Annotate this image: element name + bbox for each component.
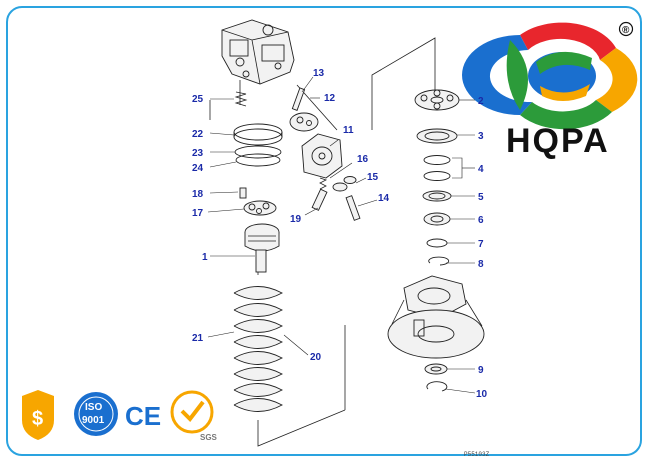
callout-12: 12 [324, 93, 336, 104]
ce-label: CE [125, 401, 161, 431]
ce-mark-icon: CE [125, 401, 161, 431]
callout-16: 16 [357, 154, 369, 165]
iso-label-bottom: 9001 [82, 415, 105, 426]
sgs-badge-icon: SGS [170, 390, 218, 442]
callout-18: 18 [192, 189, 204, 200]
callout-8: 8 [478, 259, 484, 270]
callout-5: 5 [478, 192, 484, 203]
shield-badge-icon: $ [22, 390, 54, 440]
snap-ring-part-10 [426, 381, 476, 394]
cylinder-block-part-11 [301, 133, 343, 179]
callout-11: 11 [343, 125, 354, 136]
ring-part-5 [422, 190, 475, 202]
registered-mark: ® [622, 25, 630, 36]
logo-globe-icon [462, 22, 638, 130]
bolt-part-18 [209, 187, 247, 199]
callout-25: 25 [192, 94, 204, 105]
callout-6: 6 [478, 215, 484, 226]
small-parts-14-19 [304, 162, 378, 221]
callout-20: 20 [310, 352, 322, 363]
bearing-part-9 [424, 363, 475, 375]
shield-badge-label: $ [32, 408, 43, 430]
registered-icon [618, 21, 634, 37]
drawing-code: P55103Z [464, 451, 490, 458]
callout-2: 2 [478, 96, 484, 107]
callout-13: 13 [313, 68, 325, 79]
carrier-part-17 [207, 200, 277, 216]
hqpa-logo: HQPA ® [462, 21, 638, 160]
sgs-label: SGS [200, 433, 218, 442]
callout-7: 7 [478, 239, 484, 250]
callout-15: 15 [367, 172, 379, 183]
ring-part-2 [414, 89, 475, 111]
callout-21: 21 [192, 333, 204, 344]
seal-part-3 [416, 128, 475, 144]
callout-1: 1 [202, 252, 208, 263]
ring-set-part-4 [423, 155, 475, 181]
callouts: 1 2 3 4 5 6 7 8 9 10 11 12 13 14 15 16 1… [192, 68, 488, 400]
callout-4: 4 [478, 164, 484, 175]
snap-ring-part-7 [426, 238, 475, 248]
part-12-13 [289, 76, 320, 132]
iso-badge-icon: ISO 9001 [74, 392, 118, 436]
bearing-part-6 [423, 212, 475, 226]
callout-22: 22 [192, 129, 204, 140]
callout-14: 14 [378, 193, 390, 204]
brand-name: HQPA [506, 122, 610, 160]
iso-label-top: ISO [85, 402, 102, 413]
image-border [6, 6, 642, 456]
callout-10: 10 [476, 389, 488, 400]
snap-ring-part-8 [428, 256, 475, 266]
spring-part-25 [210, 91, 248, 107]
shaft-gear-part-1 [210, 223, 280, 273]
motor-valve-block [221, 19, 295, 85]
housing-casing [387, 275, 485, 359]
callout-9: 9 [478, 365, 484, 376]
callout-17: 17 [192, 208, 204, 219]
ring-stack-parts-20-21 [207, 286, 309, 412]
callout-19: 19 [290, 214, 302, 225]
callout-24: 24 [192, 163, 204, 174]
ring-set-22-24 [209, 123, 283, 168]
callout-3: 3 [478, 131, 484, 142]
callout-23: 23 [192, 148, 204, 159]
certifications: $ ISO 9001 CE SGS [22, 390, 218, 442]
